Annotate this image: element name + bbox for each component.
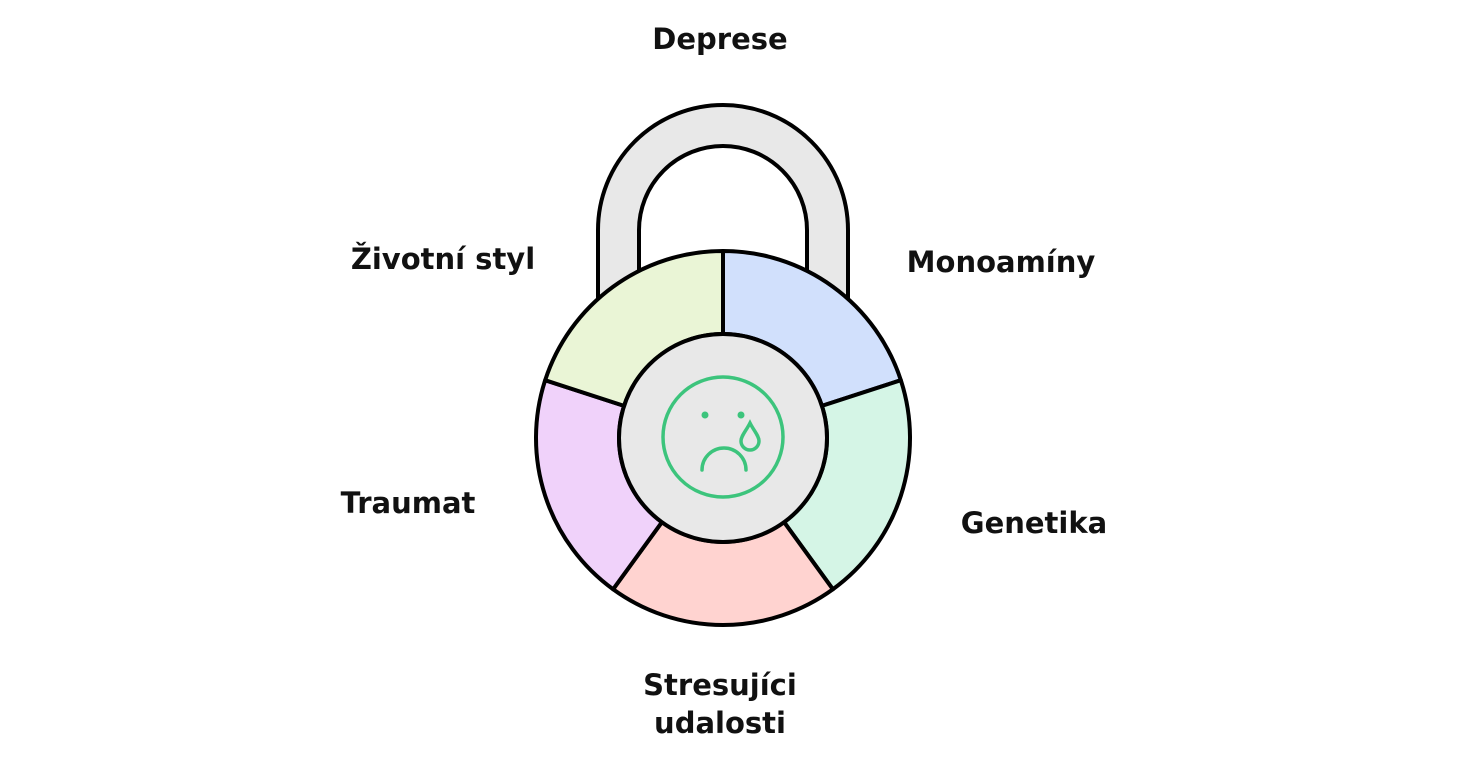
sad-crying-face-icon [661,375,785,499]
diagram-title: Deprese [652,22,787,56]
label-monoaminy: Monoamíny [907,245,1096,279]
label-stresujici: Stresujíci [643,668,797,702]
padlock-shackle [596,103,850,302]
label-udalosti: udalosti [654,706,786,740]
lock-body [534,249,912,627]
label-traumat: Traumat [341,486,476,520]
label-genetika: Genetika [961,506,1107,540]
label-zivotni-styl: Životní styl [351,242,535,276]
center-dial [617,332,829,544]
